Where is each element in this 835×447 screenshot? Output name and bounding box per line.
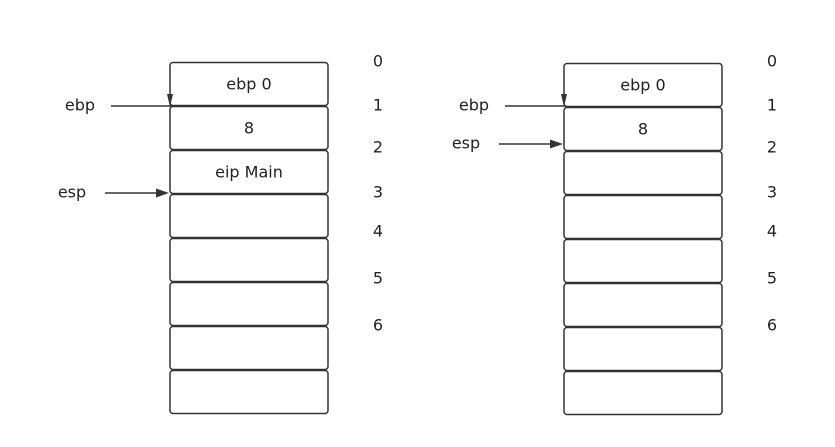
slot-index-label: 6 xyxy=(767,316,777,335)
cell-label: 8 xyxy=(638,120,648,139)
cell-label: 8 xyxy=(244,119,254,138)
slot-index-label: 3 xyxy=(373,183,383,202)
slot-index-label: 5 xyxy=(373,269,383,288)
esp-pointer-label: esp xyxy=(58,183,86,202)
stack-cell xyxy=(169,193,329,239)
esp-pointer-arrowhead xyxy=(550,139,563,149)
stack-cell xyxy=(563,150,723,196)
ebp-pointer: ebp xyxy=(65,94,173,115)
ebp-pointer: ebp xyxy=(459,94,567,115)
stack-cell xyxy=(169,61,329,107)
stack-cell xyxy=(563,326,723,372)
esp-pointer-label: esp xyxy=(452,134,480,153)
stack-cell xyxy=(563,106,723,152)
esp-pointer: esp xyxy=(58,183,169,202)
slot-index-label: 5 xyxy=(767,269,777,288)
slot-index-label: 2 xyxy=(373,138,383,157)
stack-1: ebp 0 8 eip Main 0 1 2 3 4 5 6 ebp esp xyxy=(58,52,383,415)
ebp-pointer-arrowhead xyxy=(167,94,173,107)
cell-label: ebp 0 xyxy=(226,75,271,94)
stack-cell xyxy=(169,281,329,327)
stack-2: ebp 0 8 0 1 2 3 4 5 6 ebp esp xyxy=(452,52,777,416)
slot-index-label: 0 xyxy=(767,52,777,71)
stack-cell xyxy=(563,370,723,416)
ebp-pointer-arrowhead xyxy=(561,94,567,107)
stack-cell xyxy=(563,238,723,284)
stack-cell xyxy=(169,105,329,151)
slot-index-label: 2 xyxy=(767,138,777,157)
esp-pointer: esp xyxy=(452,134,563,153)
slot-index-label: 6 xyxy=(373,316,383,335)
slot-index-label: 4 xyxy=(767,222,777,241)
slot-index-label: 0 xyxy=(373,52,383,71)
slot-index-label: 1 xyxy=(373,96,383,115)
stack-cell xyxy=(563,194,723,240)
slot-index-label: 1 xyxy=(767,96,777,115)
cell-label: ebp 0 xyxy=(620,76,665,95)
stack-cell xyxy=(563,62,723,108)
stack-cell xyxy=(169,237,329,283)
esp-pointer-arrowhead xyxy=(156,188,169,198)
ebp-pointer-label: ebp xyxy=(65,96,95,115)
cell-label: eip Main xyxy=(215,163,283,182)
stack-cell xyxy=(563,282,723,328)
stack-cell xyxy=(169,369,329,415)
ebp-pointer-label: ebp xyxy=(459,96,489,115)
slot-index-label: 4 xyxy=(373,222,383,241)
slot-index-label: 3 xyxy=(767,183,777,202)
stack-cell xyxy=(169,149,329,195)
stack-cell xyxy=(169,325,329,371)
